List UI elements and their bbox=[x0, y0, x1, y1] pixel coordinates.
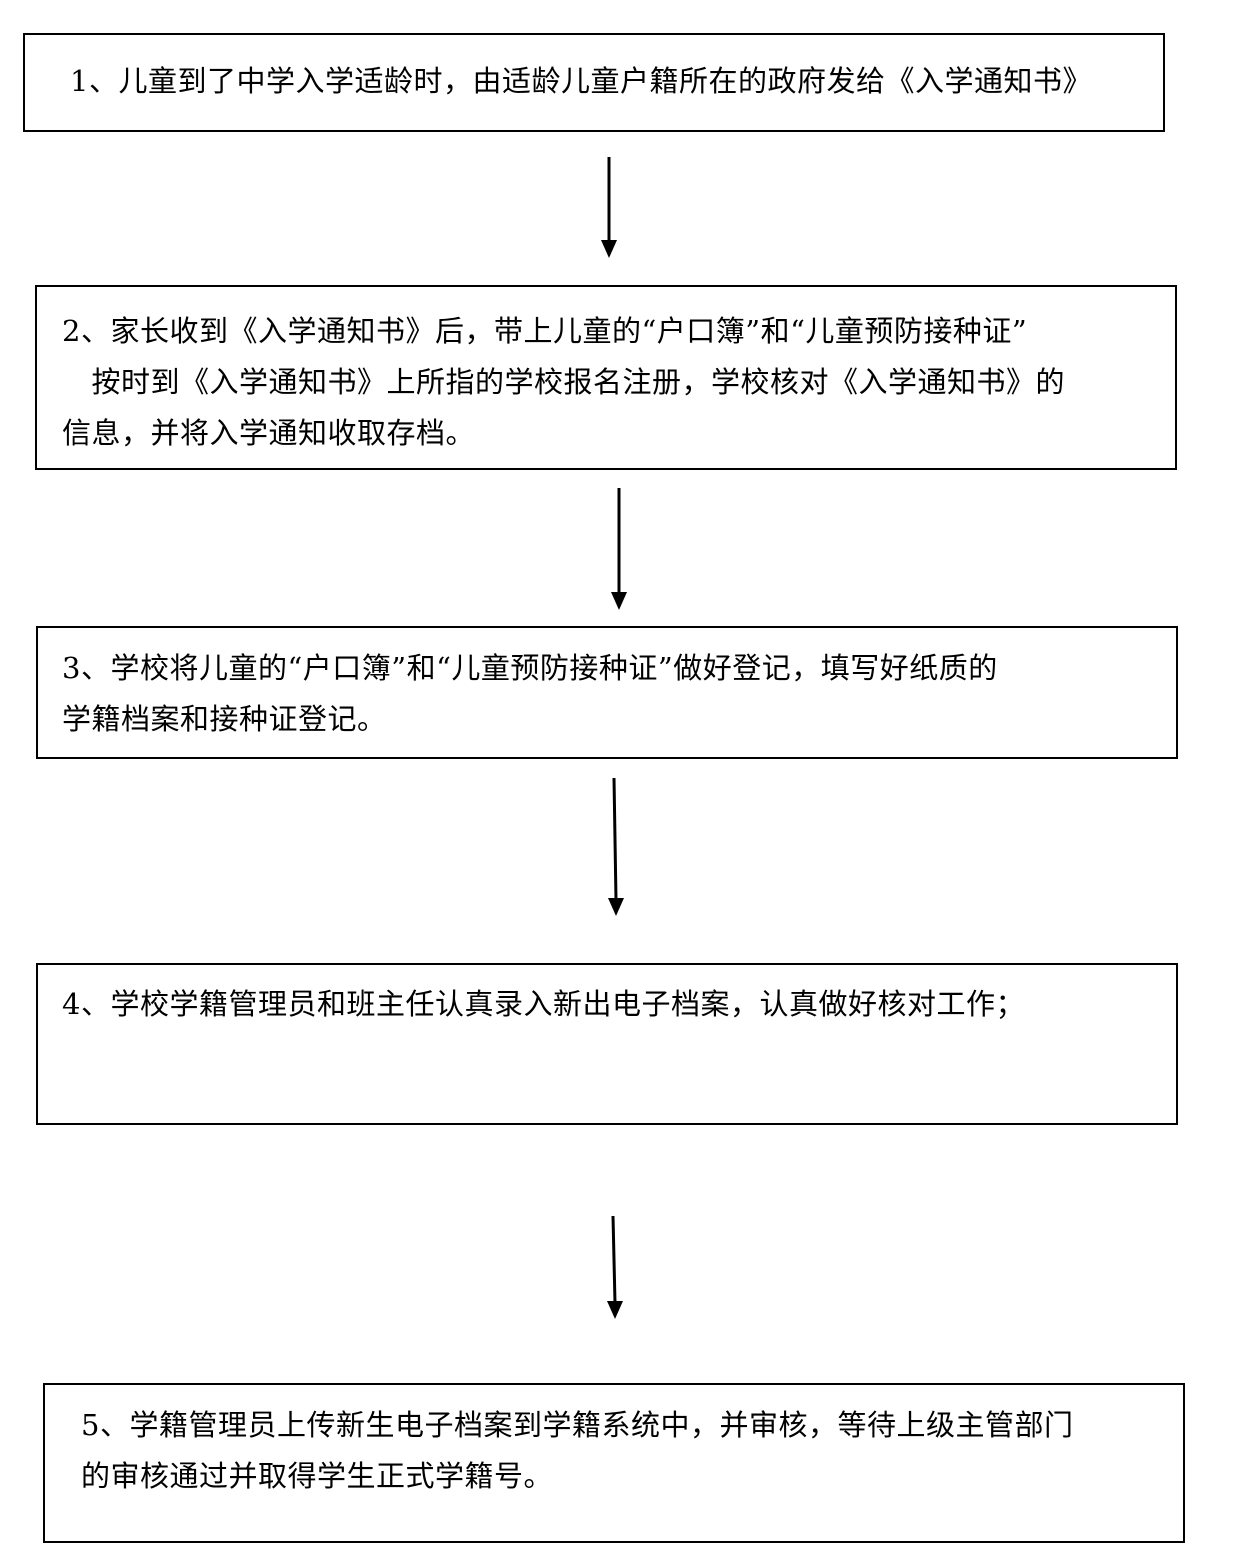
flow-step-5-box: 5、学籍管理员上传新生电子档案到学籍系统中，并审核，等待上级主管部门 的审核通过… bbox=[43, 1383, 1185, 1543]
flow-step-2-text: 2、家长收到《入学通知书》后，带上儿童的“户口簿”和“儿童预防接种证” 按时到《… bbox=[62, 314, 1066, 450]
flow-step-5-text: 5、学籍管理员上传新生电子档案到学籍系统中，并审核，等待上级主管部门 的审核通过… bbox=[81, 1408, 1074, 1493]
arrow-1-to-2 bbox=[601, 157, 617, 258]
arrow-4-head bbox=[607, 1301, 623, 1319]
arrow-4-shaft bbox=[611, 1215, 617, 1304]
arrow-2-head bbox=[611, 592, 627, 610]
flow-step-1-text: 1、儿童到了中学入学适龄时，由适龄儿童户籍所在的政府发给《入学通知书》 bbox=[70, 64, 1092, 98]
arrow-3-shaft bbox=[612, 777, 618, 901]
flow-step-3-text: 3、学校将儿童的“户口簿”和“儿童预防接种证”做好登记，填写好纸质的 学籍档案和… bbox=[62, 651, 998, 736]
arrow-3-head bbox=[608, 898, 624, 916]
flow-step-1-box: 1、儿童到了中学入学适龄时，由适龄儿童户籍所在的政府发给《入学通知书》 bbox=[23, 33, 1165, 132]
flow-step-2-box: 2、家长收到《入学通知书》后，带上儿童的“户口簿”和“儿童预防接种证” 按时到《… bbox=[35, 285, 1177, 470]
arrow-2-to-3 bbox=[611, 488, 627, 610]
arrow-3-to-4 bbox=[608, 777, 624, 916]
arrow-1-head bbox=[601, 240, 617, 258]
flow-step-4-box: 4、学校学籍管理员和班主任认真录入新出电子档案，认真做好核对工作； bbox=[36, 963, 1178, 1125]
flow-step-4-text: 4、学校学籍管理员和班主任认真录入新出电子档案，认真做好核对工作； bbox=[62, 987, 1025, 1021]
flow-step-3-box: 3、学校将儿童的“户口簿”和“儿童预防接种证”做好登记，填写好纸质的 学籍档案和… bbox=[36, 626, 1178, 759]
arrow-4-to-5 bbox=[607, 1215, 623, 1319]
